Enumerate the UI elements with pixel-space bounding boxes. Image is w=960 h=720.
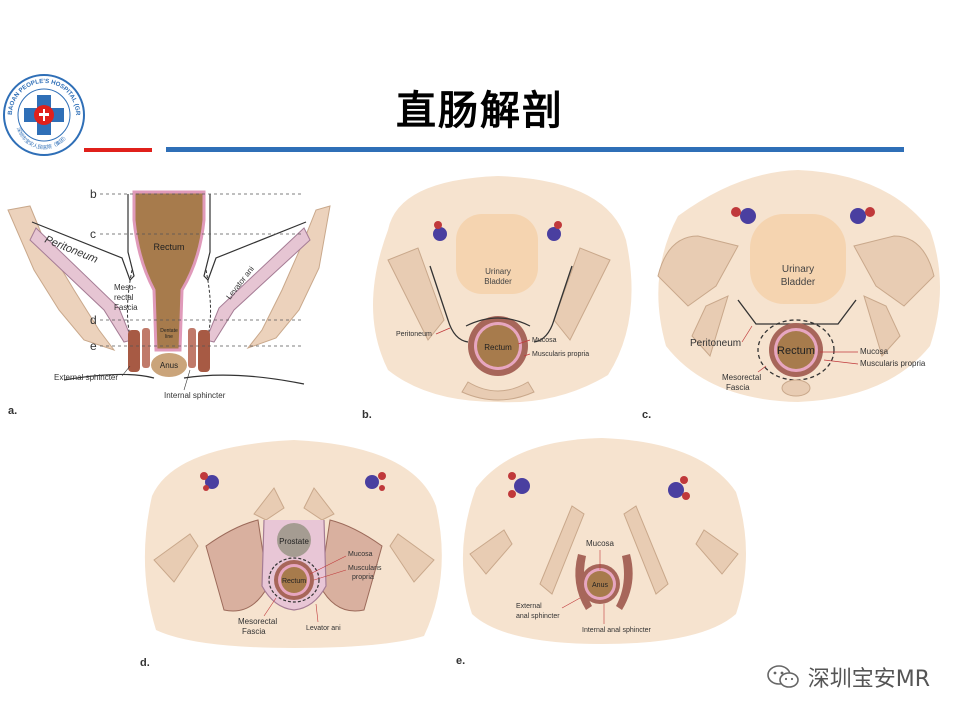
label-rectum: Rectum	[777, 345, 815, 357]
label-muscularis: Muscularis propria	[532, 351, 589, 358]
label-rectum: Rectum	[282, 578, 306, 585]
panel-a-diagram: b c d e Peritoneum Rectum Levator ani Me…	[7, 187, 331, 417]
panel-e-diagram: Mucosa Anus External anal sphincter Inte…	[456, 438, 746, 667]
header-red-bar	[84, 148, 152, 152]
label-bladder: Bladder	[484, 277, 512, 286]
label-peritoneum: Peritoneum	[396, 331, 432, 338]
bone-right-outer	[389, 533, 435, 583]
pelvic-bone-right	[246, 205, 331, 350]
panel-d-diagram: Prostate Rectum Mucosa Muscularis propri…	[140, 440, 442, 669]
label-urinary: Urinary	[782, 264, 814, 275]
label-mucosa: Mucosa	[532, 337, 557, 344]
watermark: 深圳宝安MR	[766, 662, 930, 692]
mesorectal-fascia	[268, 557, 320, 603]
bone-left-outer	[469, 529, 513, 575]
label-muscularis: Muscularis propria	[860, 359, 926, 368]
label-peritoneum: Peritoneum	[690, 338, 741, 349]
sacrum	[781, 379, 811, 397]
level-label-c: c	[90, 227, 96, 241]
peritoneum-line-right	[203, 194, 307, 282]
pelvic-bone-left	[7, 205, 116, 351]
wechat-icon	[766, 665, 799, 688]
rectum-lumen	[281, 567, 307, 593]
label-anus: Anus	[592, 582, 608, 589]
level-label-e: e	[90, 339, 97, 353]
internal-sphincter-right	[188, 328, 196, 368]
anus-lumen	[587, 571, 613, 597]
external-sphincter-left	[128, 330, 140, 372]
sacrum	[461, 381, 535, 401]
label-mesorectal: Mesorectal	[238, 617, 277, 626]
panel-b-diagram: Urinary Bladder Rectum Peritoneum Mucosa…	[362, 176, 632, 421]
panel-b-letter: b.	[362, 409, 372, 421]
panel-c-diagram: Urinary Bladder Rectum Peritoneum Mesore…	[642, 170, 940, 421]
rectum-body	[132, 190, 206, 352]
label-mucosa: Mucosa	[586, 539, 615, 548]
rectum-lumen	[477, 325, 519, 367]
label-anus: Anus	[160, 361, 178, 370]
bone-right	[853, 235, 935, 307]
label-external-sphincter: External sphincter	[54, 373, 118, 382]
label-urinary: Urinary	[485, 267, 511, 276]
label-rectum: Rectum	[484, 343, 512, 352]
anus-region	[151, 353, 187, 377]
levator-ani-right	[205, 227, 311, 343]
header-blue-bar	[166, 147, 904, 152]
label-meso: Meso-	[114, 283, 137, 292]
mesorectal-fascia	[757, 319, 835, 381]
bone-left	[657, 235, 739, 307]
label-internal-sphincter: Internal sphincter	[164, 391, 226, 400]
panel-c-letter: c.	[642, 409, 651, 421]
label-rectal: rectal	[114, 293, 134, 302]
peritoneum-line-left	[31, 194, 135, 282]
label-dentate: Dentate	[160, 328, 178, 334]
bone-right-outer	[695, 529, 739, 575]
slide-title: 直肠解剖	[396, 88, 564, 134]
label-fascia: Fascia	[114, 303, 138, 312]
external-sphincter-right	[616, 554, 633, 610]
label-rectum: Rectum	[153, 242, 184, 252]
label-fascia: Fascia	[726, 383, 750, 392]
level-label-d: d	[90, 313, 97, 327]
label-anal-sphincter: anal sphincter	[516, 613, 560, 620]
label-external: External	[516, 603, 542, 610]
hospital-logo: BAOAN PEOPLE'S HOSPITAL (GROUP) 深圳市宝安人民医…	[2, 73, 85, 156]
label-mesorectal: Mesorectal	[722, 373, 761, 382]
label-propria: propria	[352, 574, 374, 581]
bone-left-outer	[153, 533, 199, 583]
prostate	[277, 523, 311, 557]
label-line: line	[165, 334, 173, 340]
panel-e-letter: e.	[456, 655, 465, 667]
label-internal-anal-sphincter: Internal anal sphincter	[582, 627, 652, 634]
bone-left	[387, 247, 445, 341]
label-bladder: Bladder	[781, 277, 816, 288]
urinary-bladder	[456, 214, 538, 294]
watermark-text: 深圳宝安MR	[807, 667, 930, 692]
rectum-lumen	[777, 331, 815, 369]
perineum-line	[63, 373, 305, 385]
levator-ani-left	[29, 227, 133, 343]
external-sphincter-right	[198, 330, 210, 372]
urinary-bladder	[750, 214, 846, 304]
panel-d-letter: d.	[140, 657, 150, 669]
label-mucosa: Mucosa	[860, 347, 889, 356]
level-label-b: b	[90, 187, 97, 201]
label-muscularis: Muscularis	[348, 565, 382, 572]
label-levator-ani: Levator ani	[306, 625, 341, 632]
peritoneum-line	[429, 265, 573, 343]
internal-sphincter-left	[142, 328, 150, 368]
label-prostate: Prostate	[279, 537, 309, 546]
label-mucosa: Mucosa	[348, 551, 373, 558]
label-fascia: Fascia	[242, 627, 266, 636]
panel-a-letter: a.	[8, 405, 17, 417]
